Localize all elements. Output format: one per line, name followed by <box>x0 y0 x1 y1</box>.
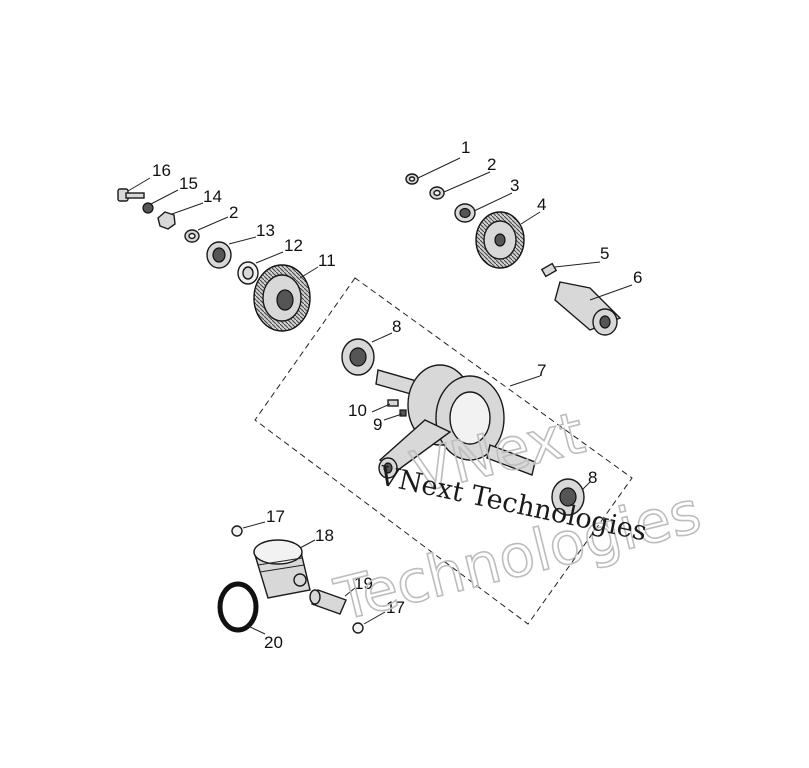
callout-11: 11 <box>318 251 336 270</box>
crankshaft-assembly-boundary <box>254 277 633 625</box>
part-18-piston <box>253 539 311 599</box>
callout-6: 6 <box>633 268 642 287</box>
crank-gear-group <box>117 188 311 332</box>
callout-9: 9 <box>373 415 382 434</box>
callout-3: 3 <box>510 176 519 195</box>
leader-lines <box>127 157 633 635</box>
callout-10: 10 <box>348 401 367 420</box>
part-5-key <box>540 262 558 278</box>
part-19-piston-pin <box>309 589 347 615</box>
callout-2-left: 2 <box>229 203 238 222</box>
part-10-key <box>387 399 399 407</box>
part-7-crankshaft <box>341 338 585 516</box>
callout-19: 19 <box>354 574 373 593</box>
part-20-ring-set <box>217 581 259 633</box>
callout-17-upper: 17 <box>266 507 285 526</box>
callout-4: 4 <box>537 195 546 214</box>
callout-17-lower: 17 <box>386 598 405 617</box>
connecting-rod <box>378 419 452 479</box>
callout-8-upper: 8 <box>392 317 401 336</box>
balancer-gear-group <box>405 173 622 336</box>
part-6-balancer-shaft <box>554 281 622 336</box>
callout-14: 14 <box>203 187 222 206</box>
callout-13: 13 <box>256 221 275 240</box>
watermark: VNext Technologies VNext Technologies <box>327 398 708 635</box>
part-16-bolt <box>117 188 145 202</box>
callout-7: 7 <box>537 361 546 380</box>
callout-20: 20 <box>264 633 283 652</box>
part-9-pin <box>399 409 407 417</box>
callout-labels: 1 2 3 4 5 6 7 8 10 9 11 12 13 2 14 15 16… <box>152 138 642 652</box>
callout-12: 12 <box>284 236 303 255</box>
callout-8-lower: 8 <box>588 468 597 487</box>
callout-18: 18 <box>315 526 334 545</box>
part-17-clip-lower <box>352 622 364 634</box>
callout-5: 5 <box>600 244 609 263</box>
callout-15: 15 <box>179 174 198 193</box>
part-14-nut <box>157 211 176 230</box>
part-15-washer <box>142 202 154 214</box>
part-17-clip-upper <box>231 525 243 537</box>
callout-1: 1 <box>461 138 470 157</box>
callout-16: 16 <box>152 161 171 180</box>
callout-2: 2 <box>487 155 496 174</box>
piston-group <box>217 525 364 634</box>
